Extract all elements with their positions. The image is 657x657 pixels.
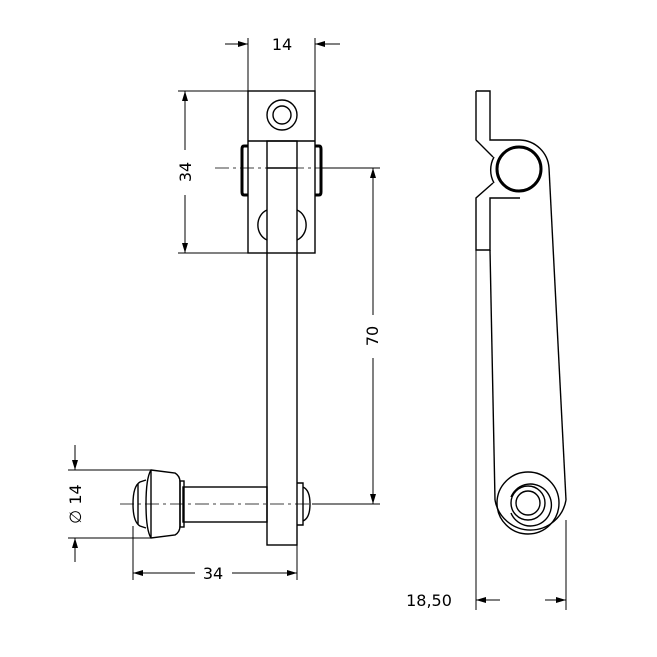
knob-shaft bbox=[182, 486, 268, 523]
front-view bbox=[120, 90, 345, 546]
knob-head bbox=[145, 469, 181, 539]
arm-end bbox=[494, 499, 567, 531]
screw-hole-inner bbox=[272, 105, 292, 125]
arm bbox=[266, 140, 298, 546]
dim-label-center-distance: 70 bbox=[363, 326, 382, 346]
dimension-depth: 18,50 bbox=[406, 250, 567, 610]
dim-label-knob-projection: 34 bbox=[203, 564, 223, 583]
right-lug bbox=[315, 144, 323, 197]
dimension-knob-projection: 34 bbox=[132, 526, 298, 583]
pivot-circle bbox=[495, 145, 543, 193]
dimension-knob-diameter: ∅ 14 bbox=[66, 445, 151, 562]
mounting-block bbox=[247, 90, 316, 254]
left-lug bbox=[240, 144, 248, 197]
arm-edge-left bbox=[489, 249, 496, 501]
dimension-top-width: 14 bbox=[225, 35, 340, 91]
dim-label-knob-diameter: ∅ 14 bbox=[66, 484, 85, 523]
dim-label-depth: 18,50 bbox=[406, 591, 452, 610]
arm-edge-right bbox=[548, 167, 567, 501]
screw-hole-outer bbox=[266, 99, 298, 131]
dimension-center-distance: 70 bbox=[312, 167, 382, 505]
dim-label-top-width: 14 bbox=[272, 35, 292, 54]
dim-label-block-height: 34 bbox=[176, 162, 195, 182]
side-view: 18,50 bbox=[406, 90, 567, 610]
dimension-block-height: 34 bbox=[176, 90, 248, 254]
